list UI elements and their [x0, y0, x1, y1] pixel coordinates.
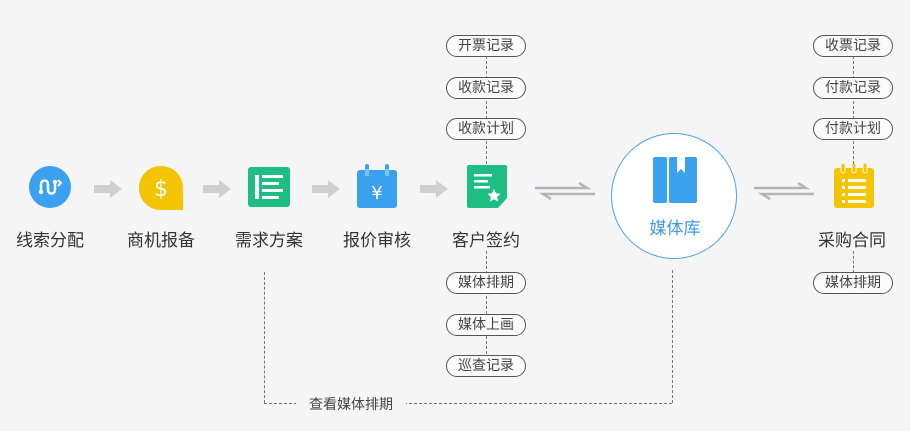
connector-line	[486, 56, 487, 164]
step-label-lead-assign[interactable]: 线索分配	[16, 231, 84, 251]
svg-text:¥: ¥	[371, 183, 382, 204]
connector-line	[672, 270, 673, 403]
book-icon	[653, 157, 697, 207]
pill-purchase-media-schedule[interactable]: 媒体排期	[813, 272, 893, 294]
flow-arrow-icon	[420, 180, 448, 202]
connector-line	[264, 403, 672, 404]
pill-receipt-plan[interactable]: 收款计划	[446, 118, 526, 140]
dollar-bubble-icon: $	[139, 166, 183, 210]
contract-star-icon	[467, 165, 507, 208]
connector-line	[486, 251, 487, 364]
calendar-yen-icon: ¥	[357, 164, 397, 208]
view-media-schedule-link[interactable]: 查看媒体排期	[296, 394, 406, 414]
bidirectional-arrow-icon	[535, 181, 595, 204]
flow-arrow-icon	[203, 180, 231, 202]
pill-media-schedule[interactable]: 媒体排期	[446, 272, 526, 294]
pill-payment-records[interactable]: 付款记录	[813, 77, 893, 99]
pill-inspection-records[interactable]: 巡查记录	[446, 355, 526, 377]
connector-line	[853, 251, 854, 273]
svg-text:$: $	[154, 177, 168, 202]
pill-payment-plan[interactable]: 付款计划	[813, 118, 893, 140]
pill-invoice-records[interactable]: 开票记录	[446, 35, 526, 57]
notepad-list-icon	[834, 162, 874, 208]
flow-arrow-icon	[94, 180, 122, 202]
step-label-proposal[interactable]: 需求方案	[235, 231, 303, 251]
media-library-hub[interactable]: 媒体库	[611, 133, 737, 259]
link-path-icon	[29, 166, 71, 208]
step-label-purchase-contract[interactable]: 采购合同	[818, 231, 886, 251]
bidirectional-arrow-icon	[754, 181, 814, 204]
pill-media-posting[interactable]: 媒体上画	[446, 314, 526, 336]
connector-line	[853, 56, 854, 164]
step-label-sign-contract[interactable]: 客户签约	[452, 231, 520, 251]
pill-receipt-records[interactable]: 收款记录	[446, 77, 526, 99]
step-label-quote-review[interactable]: 报价审核	[343, 231, 411, 251]
step-label-opportunity[interactable]: 商机报备	[127, 231, 195, 251]
hub-label: 媒体库	[649, 219, 701, 239]
connector-line	[264, 272, 265, 403]
document-lines-icon	[248, 167, 290, 207]
flow-arrow-icon	[312, 180, 340, 202]
pill-invoice-received[interactable]: 收票记录	[813, 35, 893, 57]
